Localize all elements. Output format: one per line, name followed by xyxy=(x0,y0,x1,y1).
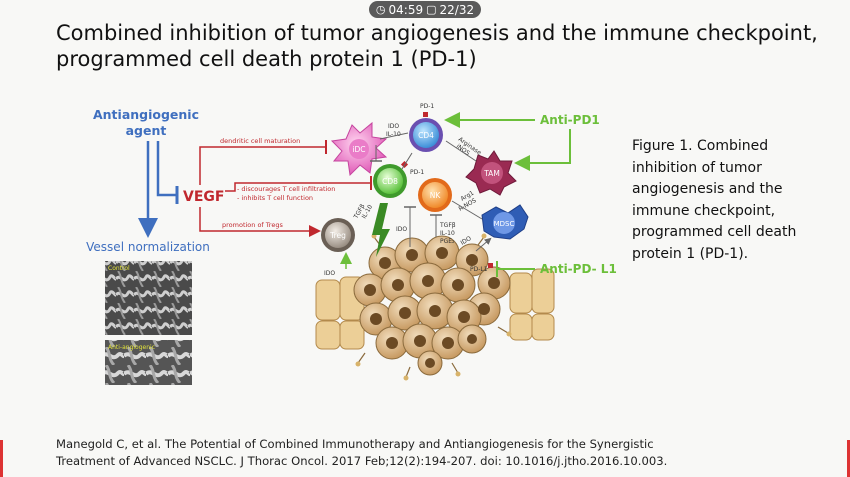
left-edge-marker xyxy=(0,440,3,477)
mdsc-to-nk-line xyxy=(451,200,483,220)
idc-il10: IL-10 xyxy=(386,131,401,138)
tam-label: TAM xyxy=(483,169,500,178)
presentation-toolbar: ◷ 04:59 ▢ 22/32 xyxy=(369,1,481,18)
slide-title-line2: programmed cell death protein 1 (PD-1) xyxy=(56,47,477,71)
vegf-label: VEGF xyxy=(183,189,224,205)
antiangiogenic-agent-label-2: agent xyxy=(126,123,167,138)
citation: Manegold C, et al. The Potential of Comb… xyxy=(56,436,816,470)
anti-pd1-label: Anti-PD1 xyxy=(540,113,600,127)
anti-pdl1-label: Anti-PD- L1 xyxy=(540,262,617,276)
tumor-ido-right: IDO xyxy=(460,235,473,247)
mdsc-label: MDSC xyxy=(494,220,515,228)
citation-line1: Manegold C, et al. The Potential of Comb… xyxy=(56,437,654,451)
idc-label: iDC xyxy=(352,145,365,154)
page-counter[interactable]: 22/32 xyxy=(439,2,475,17)
tumor-cell-cluster xyxy=(353,233,512,381)
mechanism-diagram: Antiangiogenic agent Vessel normalizatio… xyxy=(86,103,617,385)
slide-title: Combined inhibition of tumor angiogenesi… xyxy=(56,20,818,72)
dendritic-label: dendritic cell maturation xyxy=(220,137,300,145)
treg-cell: Treg xyxy=(321,218,355,252)
idc-to-cd4-line xyxy=(379,132,409,140)
treg-label: Treg xyxy=(329,231,346,240)
vegf-to-cd8-line xyxy=(225,182,370,192)
inhibit-vegf-line xyxy=(156,141,176,197)
mdsc-cell: MDSC xyxy=(481,204,529,240)
tumor-ido-left: IDO xyxy=(324,270,335,277)
micrograph-top-label: Control xyxy=(108,265,130,272)
cytotoxic-bolt xyxy=(372,203,390,257)
slide-title-line1: Combined inhibition of tumor angiogenesi… xyxy=(56,21,818,45)
cd8-cell: PD-1 CD8 xyxy=(373,160,424,198)
antiangiogenic-agent-label: Antiangiogenic xyxy=(93,107,199,122)
anti-pd1-to-tam xyxy=(514,129,571,171)
cd4-label: CD4 xyxy=(418,131,434,140)
figure-caption: Figure 1. Combined inhibition of tumor a… xyxy=(632,138,797,262)
tcell-infiltration-label: - discourages T cell infiltration xyxy=(237,185,335,193)
right-edge-marker xyxy=(847,440,850,477)
clock-icon: ◷ xyxy=(375,3,386,16)
micrograph-top xyxy=(105,261,192,335)
vegf-to-treg-line xyxy=(199,207,321,237)
nk-label: NK xyxy=(430,191,442,200)
tumor-pdl1: PD-L1 xyxy=(470,266,488,273)
cd4-cell: PD-1 CD4 xyxy=(409,103,443,152)
tam-to-cd4-line xyxy=(445,140,477,162)
micrograph-bottom xyxy=(105,340,192,385)
tumor-pge2: PGE₂ xyxy=(440,238,455,245)
idc-cell: iDC xyxy=(330,121,388,177)
tumor-ido-mid: IDO xyxy=(396,226,407,233)
citation-line2: Treatment of Advanced NSCLC. J Thorac On… xyxy=(56,454,668,468)
idc-ido: IDO xyxy=(388,123,399,130)
cd8-pd1-label: PD-1 xyxy=(410,169,424,176)
nk-cell: NK xyxy=(418,178,452,212)
slide-page-icon: ▢ xyxy=(426,3,437,16)
micrograph-bottom-label: Anti-angiogenic xyxy=(108,344,155,351)
tcell-function-label: - inhibits T cell function xyxy=(237,194,313,202)
vessel-normalization-label: Vessel normalization xyxy=(86,240,210,254)
vegf-to-idc-line xyxy=(199,146,325,185)
tumor-il10: IL-10 xyxy=(440,230,455,237)
tam-cell: TAM xyxy=(465,150,517,196)
tumor-tgfb: TGFβ xyxy=(439,222,456,229)
tregs-label: promotion of Tregs xyxy=(222,221,283,229)
cd8-label: CD8 xyxy=(382,177,398,186)
cd4-pd1-label: PD-1 xyxy=(420,103,434,110)
timer-value: 04:59 xyxy=(388,2,424,17)
